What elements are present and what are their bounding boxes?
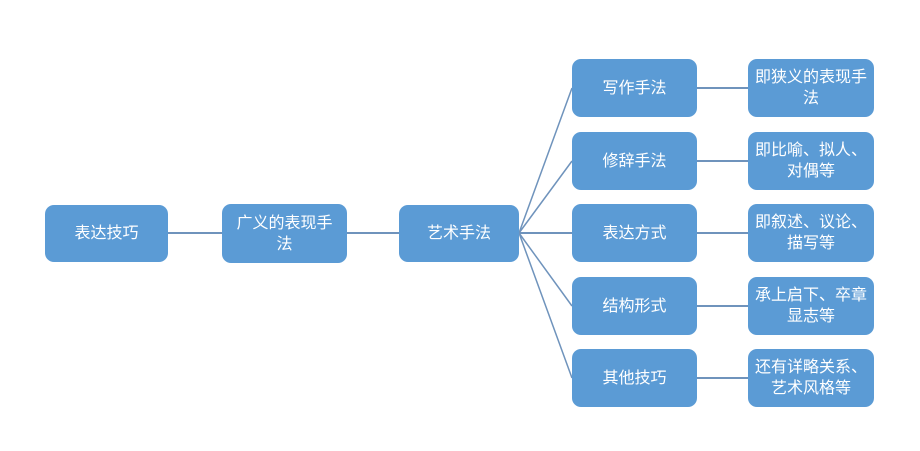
node-desc-rhetoric-label: 即比喻、拟人、对偶等: [754, 142, 867, 180]
node-branch-writing-label: 写作手法: [602, 79, 667, 97]
node-desc-rhetoric: 即比喻、拟人、对偶等: [748, 132, 874, 190]
node-broad-method-label: 广义的表现手法: [236, 214, 333, 253]
node-artistic-method-label: 艺术手法: [426, 225, 491, 242]
node-branch-other-label: 其他技巧: [602, 369, 667, 387]
node-desc-writing: 即狭义的表现手法: [748, 59, 874, 117]
connector-fan-writing: [518, 87, 573, 234]
connector-fan-rhetoric: [518, 160, 573, 234]
node-desc-writing-label: 即狭义的表现手法: [754, 69, 867, 107]
connector-fan-structure: [518, 232, 573, 307]
node-broad-method: 广义的表现手法: [222, 204, 347, 263]
connector-fan-other: [518, 232, 573, 379]
node-branch-structure-label: 结构形式: [602, 297, 667, 315]
node-root: 表达技巧: [45, 205, 168, 262]
node-desc-other: 还有详略关系、艺术风格等: [748, 349, 874, 407]
node-branch-rhetoric: 修辞手法: [572, 132, 697, 190]
node-desc-structure: 承上启下、卒章显志等: [748, 277, 874, 335]
node-desc-expression: 即叙述、议论、描写等: [748, 204, 874, 262]
node-branch-expression: 表达方式: [572, 204, 697, 262]
node-branch-writing: 写作手法: [572, 59, 697, 117]
node-branch-other: 其他技巧: [572, 349, 697, 407]
node-desc-structure-label: 承上启下、卒章显志等: [754, 287, 867, 325]
node-branch-structure: 结构形式: [572, 277, 697, 335]
node-desc-other-label: 还有详略关系、艺术风格等: [754, 359, 867, 397]
node-branch-expression-label: 表达方式: [602, 224, 667, 242]
node-desc-expression-label: 即叙述、议论、描写等: [754, 214, 867, 252]
node-artistic-method: 艺术手法: [399, 205, 519, 262]
node-root-label: 表达技巧: [74, 225, 139, 242]
node-branch-rhetoric-label: 修辞手法: [602, 152, 667, 170]
